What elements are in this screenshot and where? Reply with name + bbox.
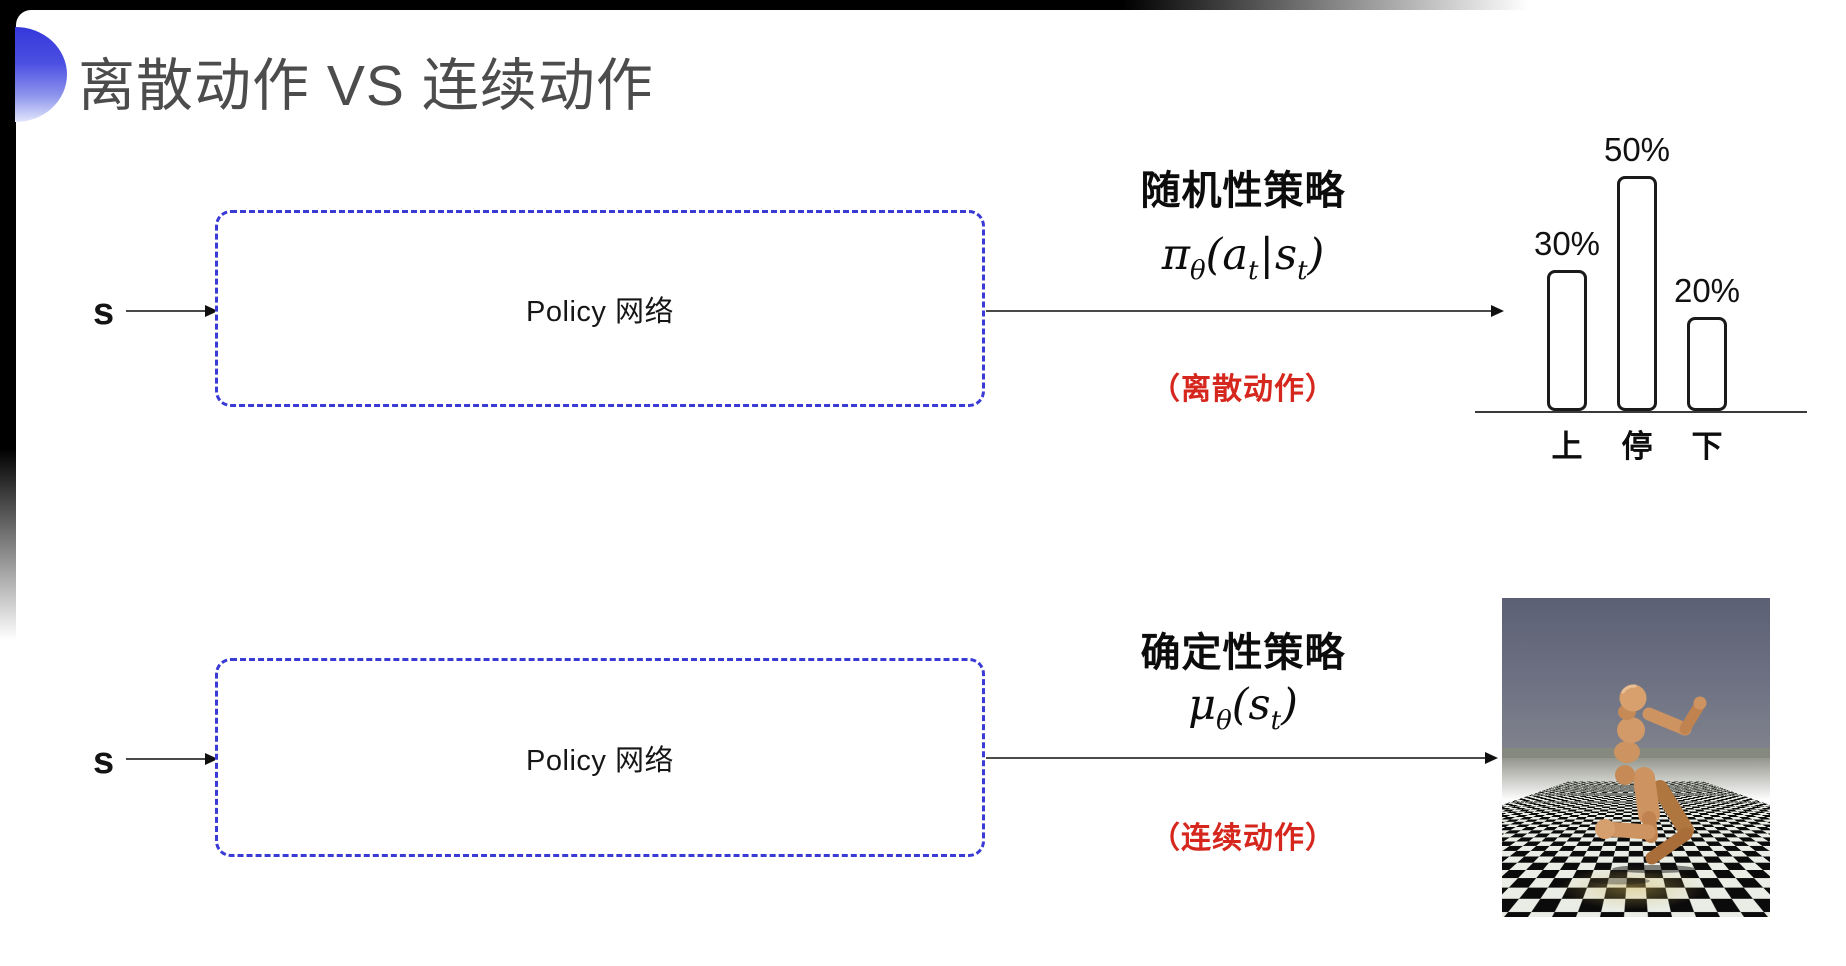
continuous-action-note: （连续动作） (1150, 822, 1336, 855)
chart-baseline (1475, 411, 1807, 413)
bar-col-up: 30% (1533, 225, 1601, 411)
arrow-s-to-policy-continuous (126, 753, 218, 765)
policy-network-box-continuous: Policy 网络 (215, 658, 985, 857)
policy-network-label: Policy 网络 (526, 295, 674, 328)
bar-value-up: 30% (1533, 225, 1601, 262)
bars: 30% 50% 20% (1533, 131, 1741, 411)
arrow-policy-to-robot (986, 752, 1498, 764)
chart-categories: 上 停 下 (1535, 421, 1739, 466)
discrete-action-note: （离散动作） (1150, 373, 1336, 406)
page-title: 离散动作 VS 连续动作 (78, 54, 654, 118)
robot-floor-reflection (1557, 866, 1707, 910)
bar-col-stop: 50% (1603, 131, 1671, 411)
bar-col-down: 20% (1673, 272, 1741, 411)
screen-edge-left (0, 0, 16, 660)
stochastic-policy-formula: πθ(at|st) (1161, 230, 1325, 286)
bar-up (1547, 270, 1587, 411)
arrow-s-to-policy-discrete (126, 305, 218, 317)
state-input-label-discrete: s (93, 291, 115, 333)
policy-network-label: Policy 网络 (526, 744, 674, 777)
category-stop: 停 (1621, 429, 1653, 464)
policy-network-box-discrete: Policy 网络 (215, 210, 985, 407)
state-input-label-continuous: s (93, 740, 115, 782)
probability-bar-chart: 30% 50% 20% 上 停 下 (1475, 110, 1807, 464)
deterministic-policy-formula: μθ(st) (1188, 680, 1298, 736)
screen-edge-top (0, 0, 1560, 10)
title-bullet-icon (15, 27, 67, 122)
bar-value-stop: 50% (1603, 131, 1671, 168)
category-down: 下 (1691, 429, 1723, 464)
humanoid-robot-image (1502, 598, 1770, 917)
bar-value-down: 20% (1673, 272, 1741, 309)
stochastic-policy-title: 随机性策略 (1140, 169, 1346, 213)
humanoid-robot-figure (1590, 684, 1707, 885)
category-up: 上 (1551, 429, 1583, 464)
bar-stop (1617, 176, 1657, 411)
bar-down (1687, 317, 1727, 411)
deterministic-policy-title: 确定性策略 (1140, 631, 1346, 675)
arrow-policy-to-distribution (986, 305, 1504, 317)
